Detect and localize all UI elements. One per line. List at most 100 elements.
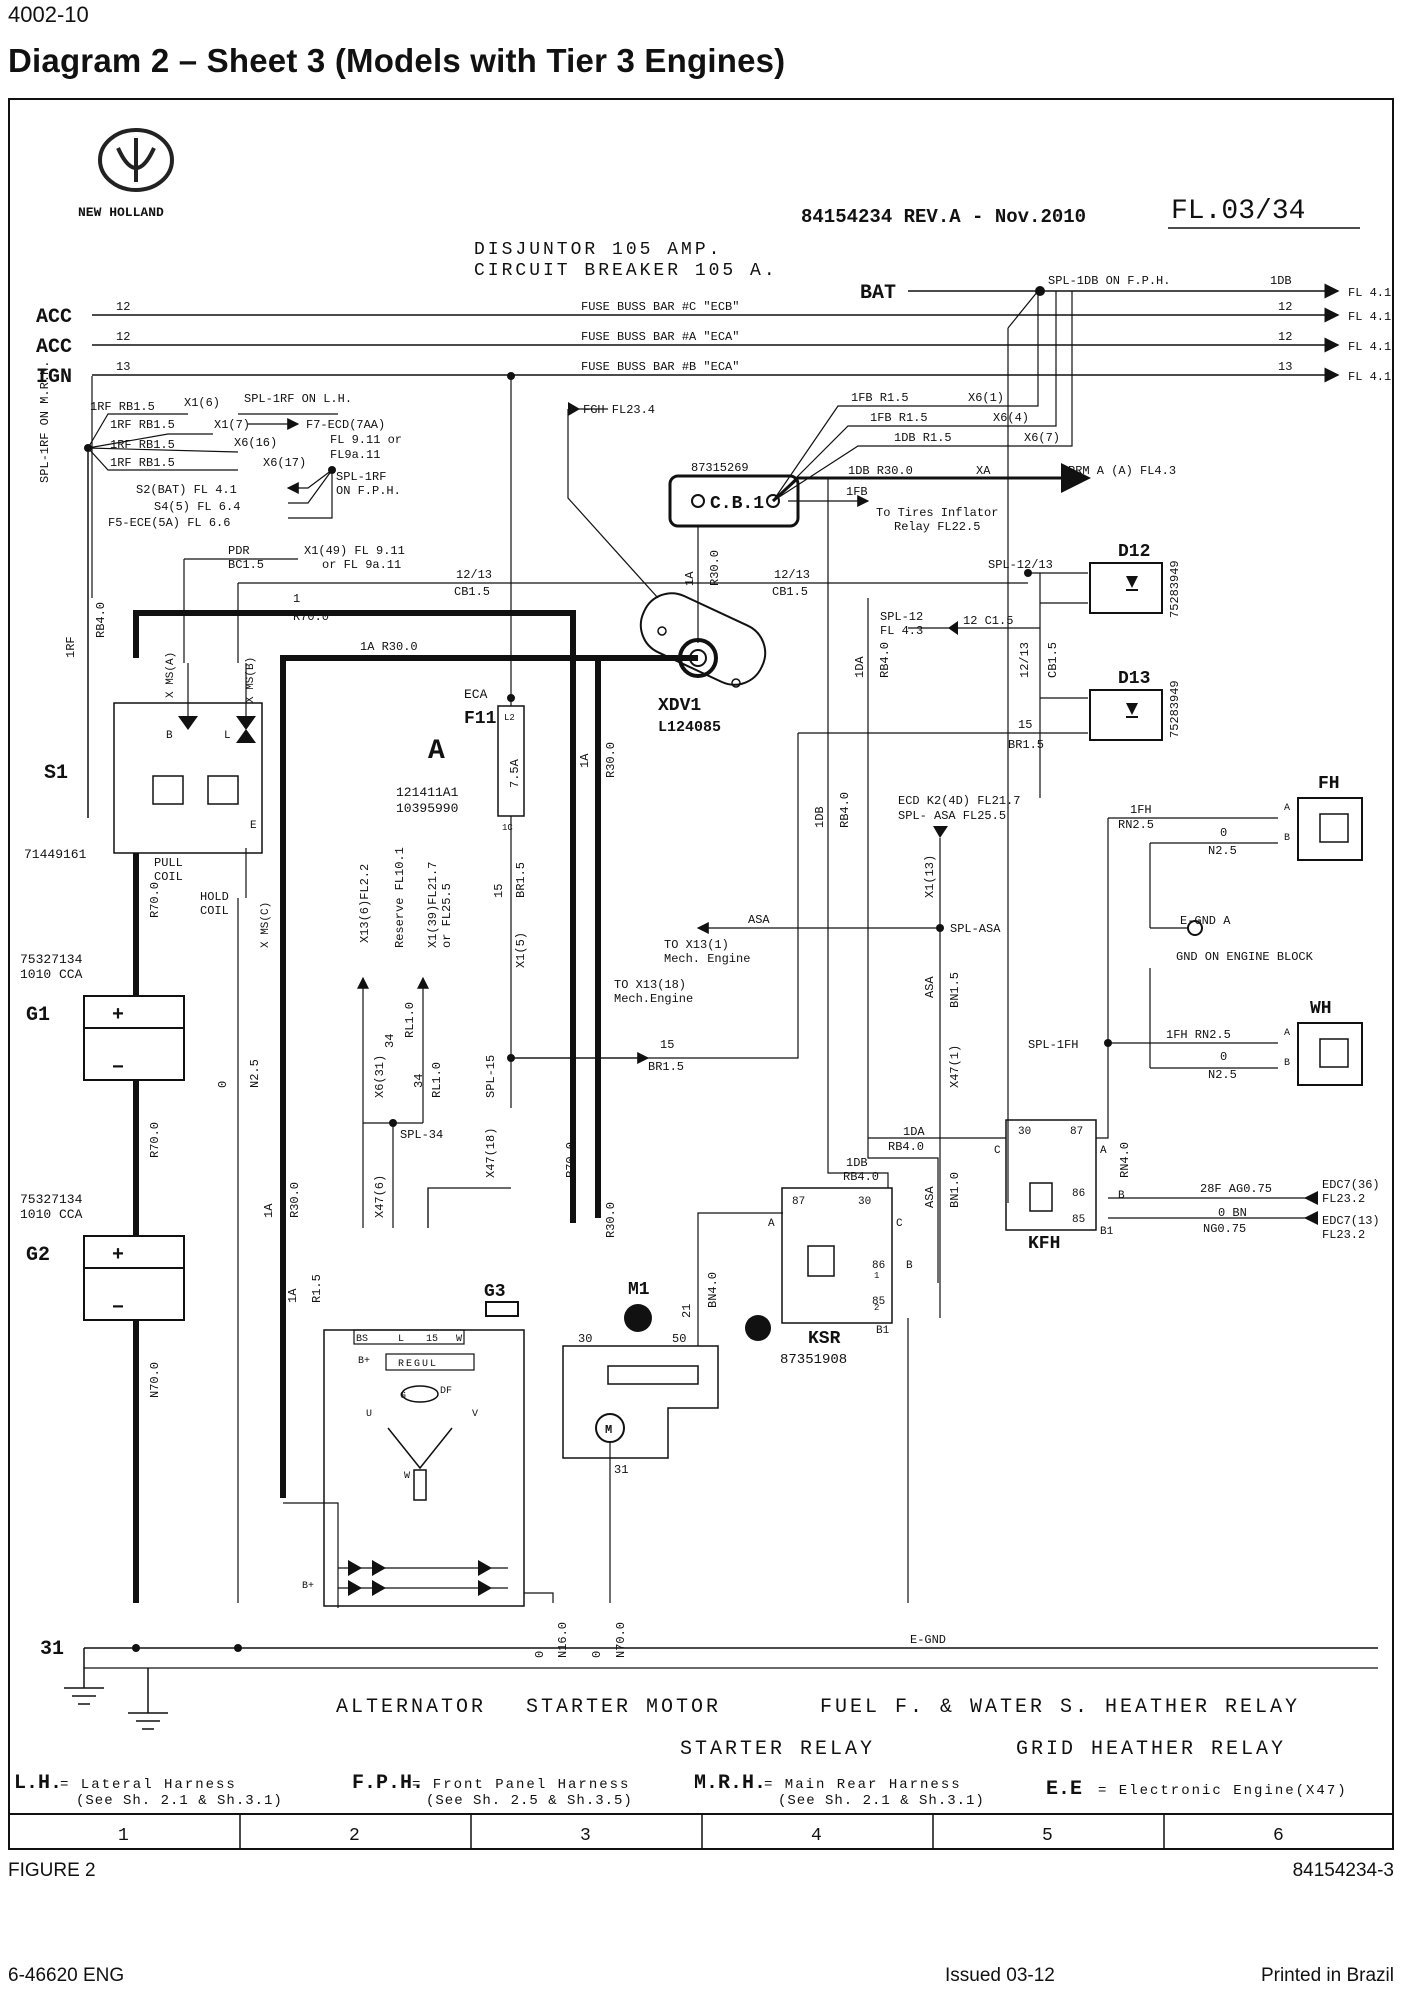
svg-text:D13: D13 — [1118, 669, 1150, 689]
svg-text:1FH RN2.5: 1FH RN2.5 — [1166, 1028, 1231, 1042]
svg-text:75283949: 75283949 — [1168, 680, 1182, 738]
svg-text:ECD K2(4D) FL21.7: ECD K2(4D) FL21.7 — [898, 794, 1020, 808]
svg-text:75327134: 75327134 — [20, 1192, 83, 1207]
svg-text:50: 50 — [672, 1332, 686, 1346]
svg-text:BN1.0: BN1.0 — [948, 1172, 962, 1208]
svg-text:1RF RB1.5: 1RF RB1.5 — [90, 400, 155, 414]
svg-text:L: L — [224, 730, 231, 742]
svg-text:1DB: 1DB — [813, 806, 827, 828]
svg-text:28F AG0.75: 28F AG0.75 — [1200, 1182, 1272, 1196]
svg-text:31: 31 — [614, 1463, 628, 1477]
grid-heater-fh: FH A B 1FH RN2.5 0 N2.5 — [1107, 774, 1363, 1098]
svg-text:To Tires Inflator: To Tires Inflator — [876, 506, 998, 520]
footer-issued: Issued 03-12 — [945, 1965, 1055, 1986]
svg-text:SPL- ASA FL25.5: SPL- ASA FL25.5 — [898, 809, 1006, 823]
svg-text:(See Sh. 2.1 & Sh.3.1): (See Sh. 2.1 & Sh.3.1) — [76, 1793, 283, 1809]
svg-text:BC1.5: BC1.5 — [228, 558, 264, 572]
to-x13-18: TO X13(18) — [614, 978, 686, 992]
svg-text:SPL-34: SPL-34 — [400, 1128, 443, 1142]
svg-text:X47(18): X47(18) — [484, 1128, 498, 1178]
svg-text:ASA: ASA — [748, 913, 770, 927]
svg-text:D12: D12 — [1118, 542, 1150, 562]
svg-text:21: 21 — [680, 1304, 694, 1318]
svg-text:X1(39)FL21.7: X1(39)FL21.7 — [426, 862, 440, 948]
caption-starter-motor: STARTER MOTOR — [526, 1696, 721, 1719]
svg-text:XA: XA — [976, 464, 991, 478]
fgh-label: FGH FL23.4 — [583, 403, 655, 417]
caption-fuel-heater-relay: FUEL F. & WATER S. HEATHER RELAY — [820, 1696, 1300, 1719]
footer-doc-number: 6-46620 ENG — [8, 1965, 125, 1986]
svg-text:G1: G1 — [26, 1004, 50, 1027]
bus-acc-a: ACC 12 FUSE BUSS BAR #A "ECA" 12 FL 4.1 — [36, 330, 1391, 359]
svg-text:N2.5: N2.5 — [1208, 1068, 1237, 1082]
r70-label: R70.0 — [293, 610, 329, 624]
svg-text:13: 13 — [116, 360, 130, 374]
svg-text:1DA: 1DA — [903, 1125, 925, 1139]
svg-text:EDC7(13): EDC7(13) — [1322, 1214, 1380, 1228]
svg-text:A: A — [1284, 1028, 1290, 1039]
svg-text:X6(16): X6(16) — [234, 436, 277, 450]
svg-text:SPL-1RF: SPL-1RF — [336, 470, 386, 484]
svg-text:SPL-1RF ON M.R.H.: SPL-1RF ON M.R.H. — [38, 361, 52, 483]
svg-text:R30.0: R30.0 — [288, 1182, 302, 1218]
svg-text:5: 5 — [1042, 1826, 1053, 1846]
svg-text:1DB: 1DB — [846, 1156, 868, 1170]
svg-text:F11: F11 — [464, 709, 497, 729]
svg-text:FUSE BUSS BAR #A "ECA": FUSE BUSS BAR #A "ECA" — [581, 330, 739, 344]
svg-text:2: 2 — [874, 1303, 879, 1313]
svg-text:CB1.5: CB1.5 — [772, 585, 808, 599]
figure-reference: 84154234-3 — [1292, 1860, 1394, 1881]
svg-text:1FB R1.5: 1FB R1.5 — [870, 411, 928, 425]
svg-text:HOLD: HOLD — [200, 890, 229, 904]
diode-d13: D13 75283949 — [798, 669, 1182, 741]
svg-text:Mech. Engine: Mech. Engine — [664, 952, 750, 966]
svg-text:L124085: L124085 — [658, 719, 721, 736]
svg-text:R70.0: R70.0 — [148, 1122, 162, 1158]
diagram-border — [8, 98, 1394, 1850]
svg-text:−: − — [112, 1057, 124, 1080]
svg-text:12: 12 — [1278, 300, 1292, 314]
svg-text:0 BN: 0 BN — [1218, 1206, 1247, 1220]
svg-text:U: U — [366, 1409, 372, 1420]
svg-text:RB4.0: RB4.0 — [838, 792, 852, 828]
figure-label: FIGURE 2 — [8, 1860, 96, 1881]
spl12-label: SPL-12 — [880, 610, 923, 624]
svg-text:SPL-1DB ON F.P.H.: SPL-1DB ON F.P.H. — [1048, 274, 1170, 288]
svg-text:RB4.0: RB4.0 — [888, 1140, 924, 1154]
svg-text:ASA: ASA — [923, 976, 937, 998]
br15-wire: 15 — [1018, 718, 1032, 732]
svg-text:PULL: PULL — [154, 856, 183, 870]
svg-text:RL1.0: RL1.0 — [403, 1002, 417, 1038]
svg-text:PDR: PDR — [228, 544, 250, 558]
svg-text:KFH: KFH — [1028, 1234, 1060, 1254]
svg-text:C: C — [896, 1218, 903, 1230]
rn40-label: RN4.0 — [1118, 1142, 1132, 1178]
sheet-reference: FL.03/34 — [1171, 196, 1305, 227]
svg-text:R30.0: R30.0 — [708, 550, 722, 586]
svg-text:86: 86 — [1072, 1188, 1085, 1200]
svg-text:R30.0: R30.0 — [604, 1202, 618, 1238]
svg-text:1RF RB1.5: 1RF RB1.5 — [110, 418, 175, 432]
svg-text:1FH: 1FH — [1130, 803, 1152, 817]
ecd-asa-branch: ECD K2(4D) FL21.7 SPL- ASA FL25.5 SPL-AS… — [664, 794, 1020, 1318]
svg-text:A: A — [1284, 803, 1290, 814]
breaker-note-2: CIRCUIT BREAKER 105 A. — [474, 261, 778, 281]
svg-text:1A: 1A — [578, 753, 592, 768]
svg-text:0: 0 — [533, 1651, 547, 1658]
svg-text:12: 12 — [1278, 330, 1292, 344]
new-holland-logo: NEW HOLLAND — [78, 128, 174, 220]
svg-text:G: G — [400, 1391, 406, 1402]
svg-text:6: 6 — [1273, 1826, 1284, 1846]
to-x13-18-engine: Mech.Engine — [614, 992, 693, 1006]
caption-grid-heater-relay: GRID HEATHER RELAY — [1016, 1738, 1286, 1761]
svg-text:X1(6): X1(6) — [184, 396, 220, 410]
svg-text:XDV1: XDV1 — [658, 696, 701, 716]
zone-strip: 1 2 3 4 5 6 — [9, 1813, 1393, 1849]
svg-text:30: 30 — [578, 1332, 592, 1346]
ground-bus: 31 E-GND — [40, 1633, 1378, 1730]
br15-lower: BR1.5 — [648, 1060, 684, 1074]
svg-text:1A: 1A — [262, 1203, 276, 1218]
water-heater-wh: WH A B SPL-1FH 1FH RN2.5 0 N2.5 — [1028, 968, 1363, 1086]
bus-ign-b: IGN 13 FUSE BUSS BAR #B "ECA" 13 FL 4.1 — [36, 360, 1391, 389]
svg-text:Reserve FL10.1: Reserve FL10.1 — [393, 847, 407, 948]
